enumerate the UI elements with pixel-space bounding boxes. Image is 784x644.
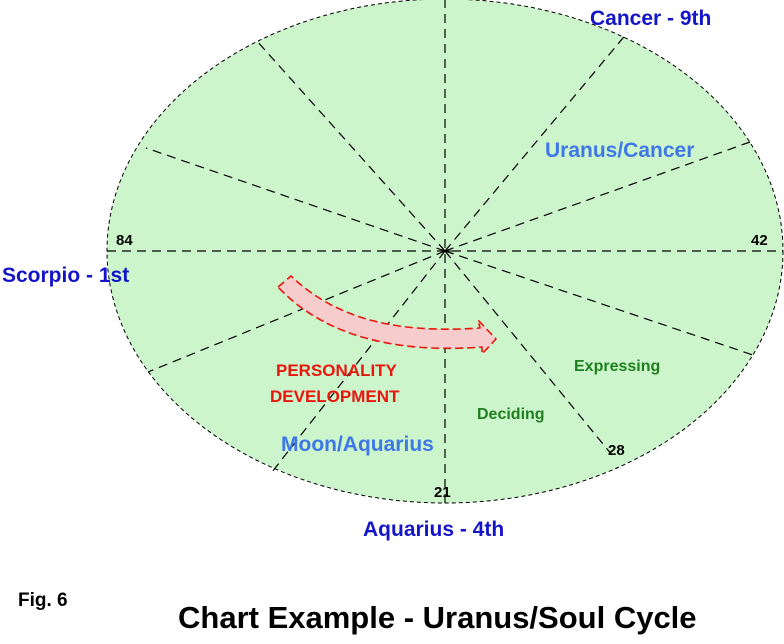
sign-label-scorpio: Scorpio - 1st bbox=[2, 264, 129, 287]
planet-label-uranus: Uranus/Cancer bbox=[545, 139, 694, 162]
personality-label-line2: DEVELOPMENT bbox=[270, 387, 400, 406]
spoke-upper-left-1 bbox=[255, 39, 446, 252]
spoke-lower-left-2 bbox=[271, 250, 446, 473]
personality-arrow bbox=[277, 275, 497, 355]
spoke-lower-right-1 bbox=[444, 250, 757, 357]
center-marker bbox=[438, 245, 452, 257]
sign-label-aquarius: Aquarius - 4th bbox=[363, 518, 504, 541]
phase-label-expressing: Expressing bbox=[574, 358, 660, 375]
spoke-upper-right-1 bbox=[444, 31, 629, 252]
spoke-lower-left-1 bbox=[147, 250, 446, 373]
phase-label-deciding: Deciding bbox=[477, 406, 545, 423]
age-label-42: 42 bbox=[751, 232, 768, 249]
spoke-upper-left-2 bbox=[145, 147, 446, 252]
chart-title: Chart Example - Uranus/Soul Cycle bbox=[178, 600, 697, 635]
planet-label-moon: Moon/Aquarius bbox=[281, 433, 434, 456]
age-label-21: 21 bbox=[434, 484, 451, 501]
spoke-upper-right-2 bbox=[444, 141, 751, 252]
sign-label-cancer: Cancer - 9th bbox=[590, 7, 711, 30]
figure-number: Fig. 6 bbox=[18, 590, 68, 611]
age-label-84: 84 bbox=[116, 232, 133, 249]
age-label-28: 28 bbox=[608, 442, 625, 459]
personality-label-line1: PERSONALITY bbox=[276, 361, 398, 380]
